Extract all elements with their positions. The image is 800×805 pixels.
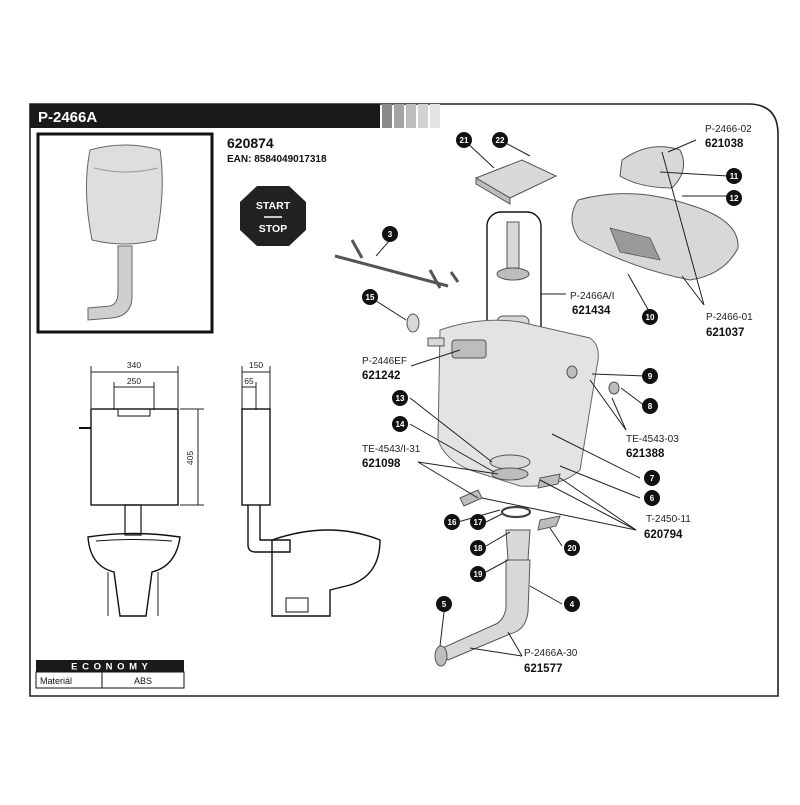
part-label-code: 621242 [362,370,400,382]
dim-front-width: 340 [127,360,141,370]
leader-lines [369,139,729,657]
part-label-ref: P-2466-02 [705,124,752,135]
sheet-frame [29,103,779,697]
dim-front-inner: 250 [127,376,141,386]
product-ean: EAN: 8584049017318 [227,154,327,165]
tank-body [437,319,599,487]
part-valve-stem [506,221,520,269]
part-label-ref: TE-4543/I-31 [362,444,421,455]
callout-number: 18 [474,544,483,553]
part-15-washer [406,313,420,333]
exploded-parts [334,146,739,667]
callout-number: 10 [646,313,655,322]
side-view-drawing: 150 65 [241,360,381,617]
callout-badge: 22 [492,132,508,148]
part-3-rod [334,239,460,289]
callout-badge: 18 [470,540,486,556]
callout-badge: 6 [644,490,660,506]
header-band: P-2466A [30,104,440,128]
part-label-code: 621038 [705,138,744,150]
callout-number: 9 [648,372,653,381]
svg-text:START: START [256,200,291,212]
callout-badge: 10 [642,309,658,325]
part-17-washer [500,505,532,519]
callout-number: 19 [474,570,483,579]
svg-text:STOP: STOP [259,223,287,235]
callout-number: 17 [474,518,483,527]
part-label-code: 621388 [626,448,665,460]
part-8-plug [608,381,620,395]
part-label-ref: TE-4543-03 [626,434,679,445]
callout-badge: 4 [564,596,580,612]
callout-badge: 17 [470,514,486,530]
part-9-plug [566,365,578,379]
callout-badge: 7 [644,470,660,486]
part-label-ref: P-2466-01 [706,312,753,323]
model-title: P-2466A [38,109,97,126]
callout-number: 12 [730,194,739,203]
flush-pipe-photo [87,245,133,321]
dim-front-height: 405 [185,451,195,465]
callout-badge: 11 [726,168,742,184]
callout-number: 11 [730,172,739,181]
part-19-pipe-top [505,529,531,561]
callout-badge: 5 [436,596,452,612]
dim-side-inner: 65 [244,376,254,386]
part-labels: P-2466-02 621038 P-2466A/I 621434 P-2466… [362,124,753,675]
callout-badges: 21 22 3 15 11 12 10 9 8 13 14 7 6 16 17 18 19 20 5 4 [362,132,742,612]
callout-number: 15 [366,293,375,302]
callout-number: 20 [568,544,577,553]
callout-badge: 3 [382,226,398,242]
material-label: Materiál [40,676,72,686]
economy-table: E C O N O M Y Materiál ABS [35,660,185,689]
front-view-drawing: 340 250 405 [79,360,204,617]
part-5-pipe-end [434,645,448,667]
callout-number: 13 [396,394,405,403]
callout-number: 14 [396,420,405,429]
callout-badge: 14 [392,416,408,432]
callout-number: 5 [442,600,447,609]
part-21-bracket [474,159,558,199]
part-10-cover [571,193,739,281]
callout-number: 21 [460,136,469,145]
callout-badge: 20 [564,540,580,556]
callout-number: 4 [570,600,575,609]
dim-side-depth: 150 [249,360,263,370]
series-label: E C O N O M Y [71,662,149,673]
callout-badge: 15 [362,289,378,305]
product-photo-box [36,132,214,334]
callout-number: 6 [650,494,655,503]
callout-number: 8 [648,402,653,411]
start-stop-badge: START STOP [240,186,306,246]
part-label-code: 620794 [644,529,683,541]
callout-number: 7 [650,474,655,483]
part-label-code: 621037 [706,327,744,339]
part-11-lid [619,146,685,189]
part-4-flush-pipe [437,559,531,661]
callout-badge: 19 [470,566,486,582]
product-code: 620874 [227,135,274,151]
callout-number: 22 [496,136,505,145]
part-label-code: 621577 [524,663,562,675]
callout-badge: 16 [444,514,460,530]
part-label-code: 621098 [362,458,401,470]
callout-badge: 13 [392,390,408,406]
callout-badge: 9 [642,368,658,384]
part-label-code: 621434 [572,305,611,317]
callout-badge: 12 [726,190,742,206]
part-20-pad [537,515,561,531]
callout-number: 3 [388,230,393,239]
cistern-photo [85,144,163,245]
part-label-ref: P-2466A/I [570,291,614,302]
callout-badge: 21 [456,132,472,148]
part-label-ref: P-2466A-30 [524,648,578,659]
part-label-ref: P-2446EF [362,356,407,367]
callout-badge: 8 [642,398,658,414]
part-fill-valve [451,339,487,359]
callout-number: 16 [448,518,457,527]
part-label-ref: T-2450-11 [646,514,691,525]
material-value: ABS [134,676,152,686]
